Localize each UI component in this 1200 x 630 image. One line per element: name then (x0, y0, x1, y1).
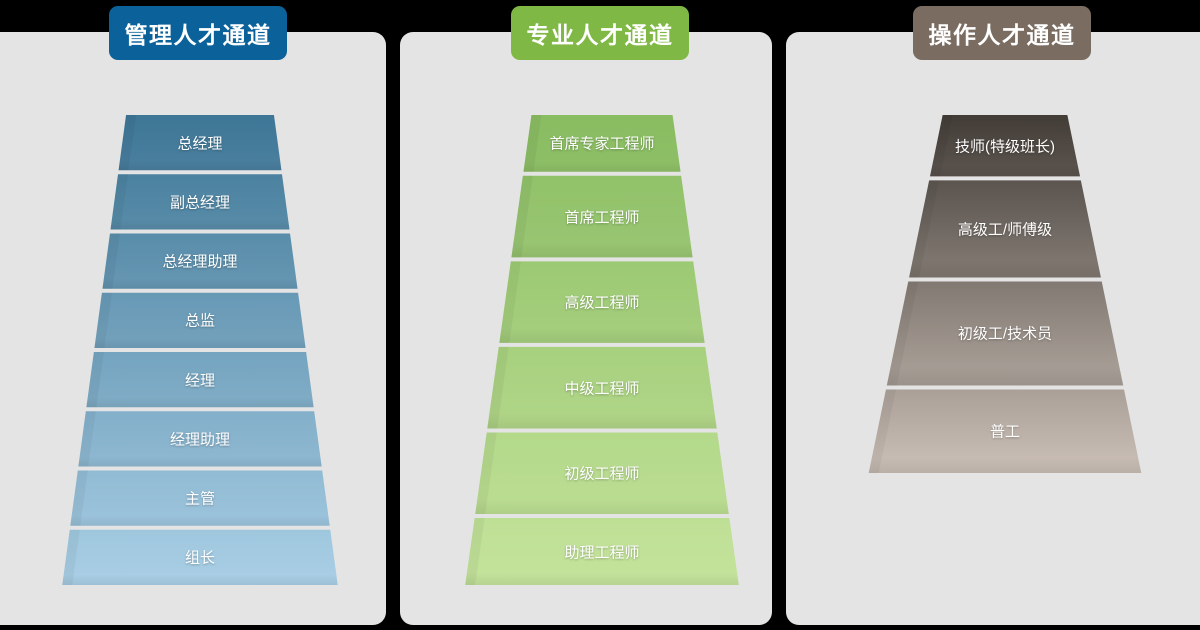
pyramid-level-bevel (886, 281, 919, 386)
pyramid-level-bevel (511, 175, 533, 258)
badge-professional[interactable]: 专业人才通道 (511, 6, 689, 60)
pyramid-level-bevel (499, 261, 521, 343)
pyramid-level[interactable] (523, 115, 681, 172)
pyramid-level[interactable] (62, 529, 338, 585)
pyramid-level[interactable] (909, 180, 1101, 278)
pyramid-svg-professional (465, 115, 739, 585)
badge-management-label: 管理人才通道 (124, 22, 272, 48)
badge-professional-label: 专业人才通道 (526, 22, 674, 48)
pyramid-level-bevel (110, 174, 129, 230)
pyramid-level-bevel (118, 115, 137, 171)
pyramid-level-bevel (78, 411, 96, 467)
pyramid-level[interactable] (475, 432, 729, 515)
pyramid-level-bevel (86, 352, 104, 408)
pyramid-level-bevel (487, 346, 509, 429)
pyramid-level-bevel (94, 292, 112, 348)
pyramid-level-bevel (868, 389, 896, 473)
pyramid-level-bevel (102, 233, 120, 289)
badge-management[interactable]: 管理人才通道 (109, 6, 287, 60)
pyramid-management (55, 115, 345, 585)
pyramid-level[interactable] (868, 389, 1142, 473)
pyramid-level[interactable] (110, 174, 290, 230)
pyramid-level[interactable] (499, 261, 705, 343)
pyramid-svg-management (62, 115, 338, 585)
pyramid-level[interactable] (465, 518, 739, 585)
pyramid-level-bevel (929, 115, 953, 177)
pyramid-level[interactable] (929, 115, 1081, 177)
badge-operation-label: 操作人才通道 (928, 22, 1076, 48)
pyramid-level-bevel (909, 180, 940, 278)
pyramid-level-bevel (523, 115, 542, 172)
pyramid-level[interactable] (70, 470, 330, 526)
pyramid-level[interactable] (886, 281, 1124, 386)
pyramid-level-bevel (62, 529, 80, 585)
pyramid-level[interactable] (511, 175, 693, 258)
pyramid-level[interactable] (102, 233, 298, 289)
pyramid-professional (458, 115, 746, 585)
pyramid-level[interactable] (487, 346, 717, 429)
pyramid-level[interactable] (78, 411, 322, 467)
pyramid-level[interactable] (86, 352, 314, 408)
badge-operation[interactable]: 操作人才通道 (913, 6, 1091, 60)
pyramid-level-bevel (465, 518, 485, 585)
pyramid-level[interactable] (94, 292, 306, 348)
pyramid-level-bevel (475, 432, 497, 515)
pyramid-level[interactable] (118, 115, 282, 171)
pyramid-level-bevel (70, 470, 88, 526)
pyramid-svg-operation (868, 115, 1142, 473)
pyramid-operation (860, 115, 1150, 473)
